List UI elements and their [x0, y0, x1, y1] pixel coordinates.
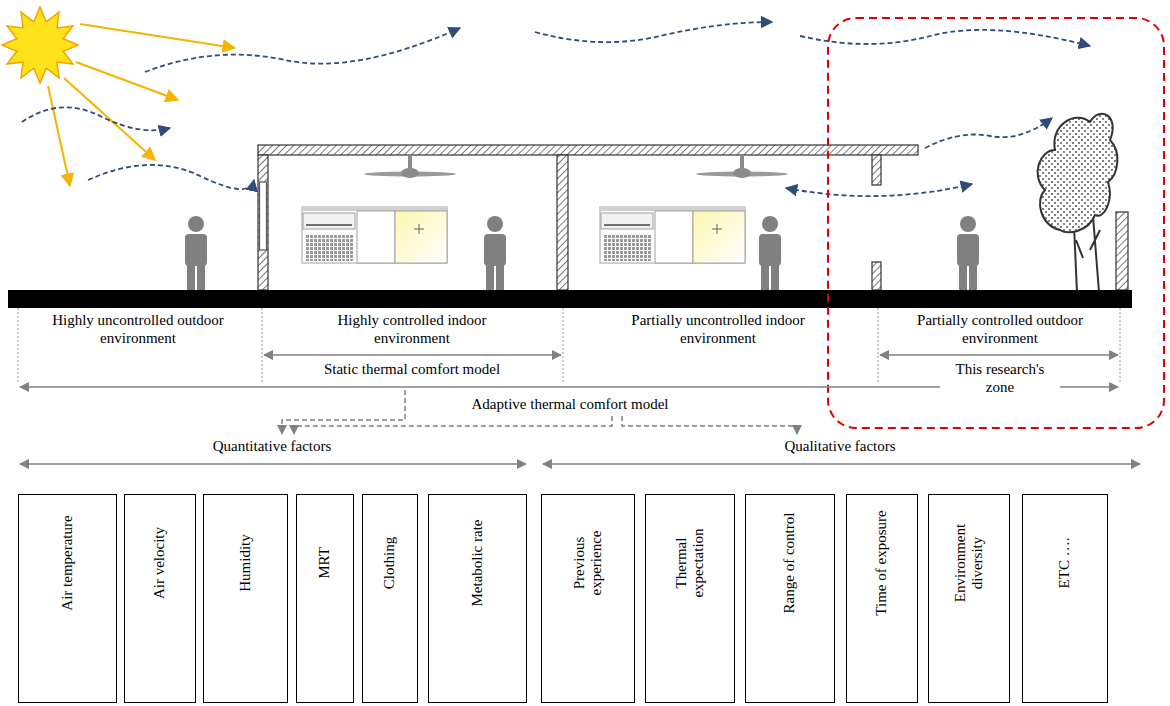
sun [2, 7, 78, 83]
windows-with-ac [302, 207, 447, 263]
zone-label: Partially controlled outdoor environment [900, 312, 1100, 347]
factor-box: Previous experience [541, 494, 635, 703]
zone-dividers [262, 308, 263, 384]
tree [1038, 114, 1118, 292]
span-arrows [20, 355, 1140, 464]
zone-dividers [1120, 308, 1121, 384]
factor-box: Clothing [362, 494, 418, 703]
wind-arrows [88, 165, 254, 189]
factor-group-label: Qualitative factors [740, 438, 940, 456]
ceiling-fans [696, 155, 788, 178]
factor-box: Metabolic rate [428, 494, 527, 703]
people [185, 216, 207, 290]
factor-label: Clothing [381, 507, 398, 619]
people [957, 216, 979, 290]
building-section [258, 145, 1128, 290]
people [185, 216, 979, 290]
research-zone-outline [828, 18, 1164, 428]
wind-arrows [925, 118, 1052, 148]
dashed-pointers [622, 416, 797, 434]
zone-label: Highly controlled indoor environment [312, 312, 512, 347]
span-arrows [264, 354, 561, 356]
factor-label: Time of exposure [873, 507, 890, 619]
factor-box: Time of exposure [846, 494, 918, 703]
sun-rays [80, 24, 235, 48]
building-section [872, 155, 881, 185]
factor-label: Previous experience [571, 507, 606, 619]
span-arrows [880, 354, 1118, 356]
factor-label: Range of control [781, 507, 798, 619]
zone-label: Partially uncontrolled indoor environmen… [598, 312, 838, 347]
factor-box: Thermal expectation [645, 494, 735, 703]
building-section [260, 182, 267, 250]
building-section [1116, 212, 1128, 290]
wind-arrows [535, 22, 772, 42]
model-label: Static thermal comfort model [282, 361, 542, 379]
tree [1038, 114, 1118, 232]
zone-dividers [18, 308, 19, 384]
ceiling-fans [364, 155, 456, 178]
building-section [557, 155, 568, 290]
factor-box: Range of control [745, 494, 835, 703]
factor-box: Air velocity [124, 494, 196, 703]
factor-box: ETC …. [1022, 494, 1108, 703]
zone-label: Highly uncontrolled outdoor environment [43, 312, 233, 347]
factor-label: Air velocity [151, 507, 168, 619]
sun [2, 7, 78, 83]
sun-rays [48, 86, 70, 186]
windows-with-ac [600, 207, 745, 263]
factor-label: Air temperature [59, 507, 76, 619]
windows-with-ac [302, 207, 745, 263]
building-section [258, 145, 918, 155]
factor-box: Humidity [203, 494, 288, 703]
ground [8, 290, 1132, 308]
factor-label: Environment diversity [952, 507, 987, 619]
wind-arrows [800, 30, 1090, 46]
dashed-pointers [282, 390, 405, 434]
span-arrows [20, 463, 526, 465]
ceiling-fans [364, 155, 788, 178]
factor-box: Air temperature [18, 494, 117, 703]
zone-dividers [563, 308, 564, 384]
dashed-pointers [282, 390, 797, 434]
research-zone-label: This research's zone [940, 361, 1060, 396]
zone-dividers [878, 308, 879, 384]
sun-rays [48, 24, 235, 186]
factor-group-label: Quantitative factors [172, 438, 372, 456]
factor-box: Environment diversity [928, 494, 1010, 703]
factor-label: Humidity [237, 507, 254, 619]
wind-arrows [22, 22, 1090, 196]
people [759, 216, 781, 290]
factor-box: MRT [296, 494, 354, 703]
sun-rays [76, 62, 178, 100]
wind-arrows [786, 184, 972, 196]
people [484, 216, 506, 290]
building-section [872, 262, 881, 290]
span-arrows [543, 463, 1140, 465]
factor-label: Thermal expectation [673, 507, 708, 619]
wind-arrows [145, 28, 460, 72]
model-label: Adaptive thermal comfort model [420, 396, 720, 414]
factor-label: ETC …. [1056, 507, 1073, 619]
dashed-pointers [294, 416, 612, 434]
building-section [258, 155, 268, 290]
factor-label: MRT [316, 507, 333, 619]
factor-label: Metabolic rate [469, 507, 486, 619]
sun-rays [64, 78, 155, 160]
wind-arrows [22, 107, 170, 130]
